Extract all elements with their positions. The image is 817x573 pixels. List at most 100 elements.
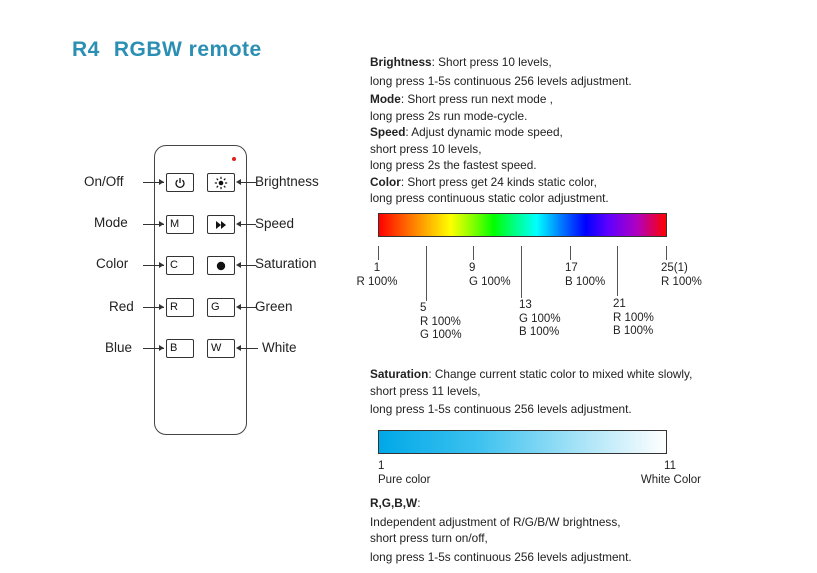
scale-value: White Color [640,473,701,486]
scale-num: 1 [378,460,385,472]
scale-num: 5 [420,302,427,314]
scale-label-9: 9 G 100% [469,262,511,289]
arrow-icon [236,345,241,351]
title-name: RGBW remote [113,38,262,61]
saturation-description: Saturation: Change current static color … [370,366,692,418]
sun-icon [214,176,228,189]
white-button-label: W [211,342,222,354]
scale-num: 17 [565,262,578,274]
brightness-key: Brightness [370,55,432,69]
title-model: R4 [72,38,100,61]
color-line1: : Short press get 24 kinds static color, [400,174,597,189]
scale-label-25: 25(1) R 100% [661,262,702,289]
label-on-off: On/Off [84,174,124,189]
scale-value: Pure color [378,473,431,486]
scale-value: R 100% [661,275,702,288]
scale-label-1: 1 R 100% [355,262,399,289]
label-white: White [262,340,297,355]
tick-25 [666,246,667,260]
connector-line [143,182,164,183]
brightness-description: Brightness: Short press 10 levels, long … [370,54,632,89]
connector-line [143,224,164,225]
tick-9 [473,246,474,260]
red-button-label: R [170,301,178,313]
arrow-icon [236,304,241,310]
remote-body [154,145,247,435]
tick-5 [426,246,427,301]
tick-21 [617,246,618,296]
scale-value: B 100% [613,325,654,337]
arrow-icon [236,262,241,268]
green-button-label: G [211,301,220,313]
scale-num: 1 [373,262,381,274]
blue-button-label: B [170,342,178,354]
connector-line [240,224,256,225]
mode-button[interactable]: M [166,215,194,234]
white-button[interactable]: W [207,339,235,358]
brightness-line1: : Short press 10 levels, [431,55,552,69]
rgbw-line3: short press turn on/off, [370,531,488,545]
tick-13 [521,246,522,298]
connector-line [240,307,256,308]
rgbw-description: R,G,B,W: Independent adjustment of R/G/B… [370,495,632,565]
connector-line [240,182,256,183]
arrow-icon [159,304,164,310]
saturation-button[interactable] [207,256,235,275]
arrow-icon [159,221,164,227]
speed-button[interactable] [207,215,235,234]
saturation-line2: short press 11 levels, [370,383,481,398]
connector-line [143,348,164,349]
saturation-line1: : Change current static color to mixed w… [428,367,693,381]
scale-value: R 100% [613,311,654,324]
saturation-line3: long press 1-5s continuous 256 levels ad… [370,402,632,416]
label-blue: Blue [105,340,133,355]
scale-value: G 100% [469,275,511,288]
connector-line [240,348,258,349]
tick-17 [570,246,571,260]
saturation-key: Saturation [370,367,429,381]
scale-value: B 100% [565,275,606,288]
connector-line [240,265,256,266]
color-button[interactable]: C [166,256,194,275]
page-title: R4 RGBW remote [72,38,262,62]
connector-line [143,265,164,266]
rgbw-line2: Independent adjustment of R/G/B/W bright… [370,514,621,529]
scale-label-13: 13 G 100% B 100% [519,299,561,340]
red-button[interactable]: R [166,298,194,317]
mode-line2: long press 2s run mode-cycle. [370,108,528,123]
green-button[interactable]: G [207,298,235,317]
label-saturation: Saturation [255,256,317,271]
scale-label-5: 5 R 100% G 100% [420,302,462,343]
label-green: Green [255,299,293,314]
tick-1 [378,246,379,260]
power-button[interactable] [166,173,194,192]
color-spectrum-bar [378,213,667,237]
scale-value: R 100% [420,315,461,328]
dot-icon [216,261,226,270]
power-icon [175,177,185,188]
fast-forward-icon [216,220,226,229]
saturation-end-label: 11 White Color [620,460,701,487]
saturation-start-label: 1 Pure color [378,460,430,487]
label-red: Red [109,299,134,314]
scale-num: 13 [519,299,532,311]
brightness-button[interactable] [207,173,235,192]
arrow-icon [159,262,164,268]
brightness-line2: long press 1-5s continuous 256 levels ad… [370,73,632,88]
speed-line1: : Adjust dynamic mode speed, [405,125,563,139]
scale-label-21: 21 R 100% B 100% [613,298,654,339]
arrow-icon [236,179,241,185]
scale-num: 11 [664,460,676,472]
rgbw-key: R,G,B,W [370,496,418,510]
saturation-gradient-bar [378,430,667,454]
speed-key: Speed [370,125,406,139]
scale-value: G 100% [519,312,561,325]
label-brightness: Brightness [255,174,319,189]
blue-button[interactable]: B [166,339,194,358]
mode-button-label: M [170,218,180,230]
label-mode: Mode [94,215,128,230]
rgbw-line4: long press 1-5s continuous 256 levels ad… [370,549,632,564]
label-color: Color [96,256,129,271]
mode-line1: : Short press run next mode , [400,92,553,106]
scale-value: B 100% [519,326,560,338]
